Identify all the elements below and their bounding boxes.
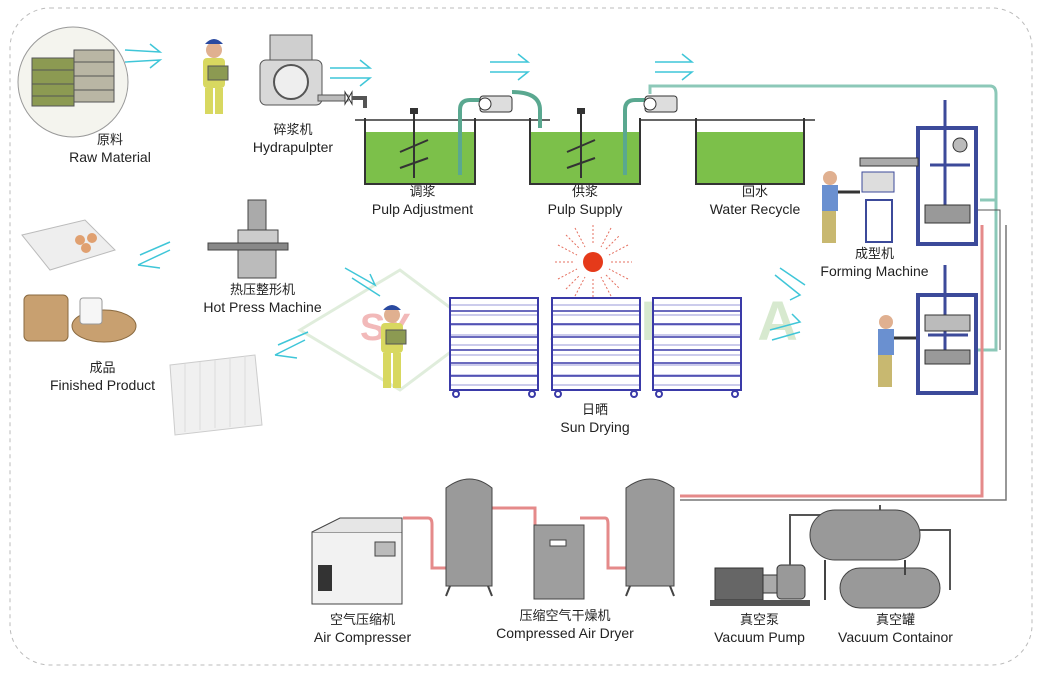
watermark-text: NAIHUA xyxy=(490,289,816,352)
air-compressor-icon xyxy=(311,517,403,605)
pulp-tanks xyxy=(355,108,815,185)
air-tank-icon xyxy=(445,478,675,597)
hot-press-icon xyxy=(207,199,289,279)
air-dryer-icon xyxy=(533,524,585,600)
air-pipes xyxy=(403,225,1007,570)
forming-machine-icon xyxy=(859,100,978,395)
vacuum-tank-icon xyxy=(809,509,951,609)
drying-rack-icon xyxy=(449,297,742,398)
sun-icon xyxy=(555,225,632,300)
frame-border xyxy=(9,7,1033,666)
worker-icon xyxy=(822,171,916,387)
flow-arrows xyxy=(124,43,806,359)
hydrapulpter-icon xyxy=(259,34,367,108)
raw-material-bales-icon xyxy=(17,26,129,138)
pump-icon xyxy=(458,84,1001,352)
worker-icon xyxy=(381,305,407,388)
egg-tray-icon xyxy=(21,219,263,436)
worker-icon xyxy=(203,39,229,114)
